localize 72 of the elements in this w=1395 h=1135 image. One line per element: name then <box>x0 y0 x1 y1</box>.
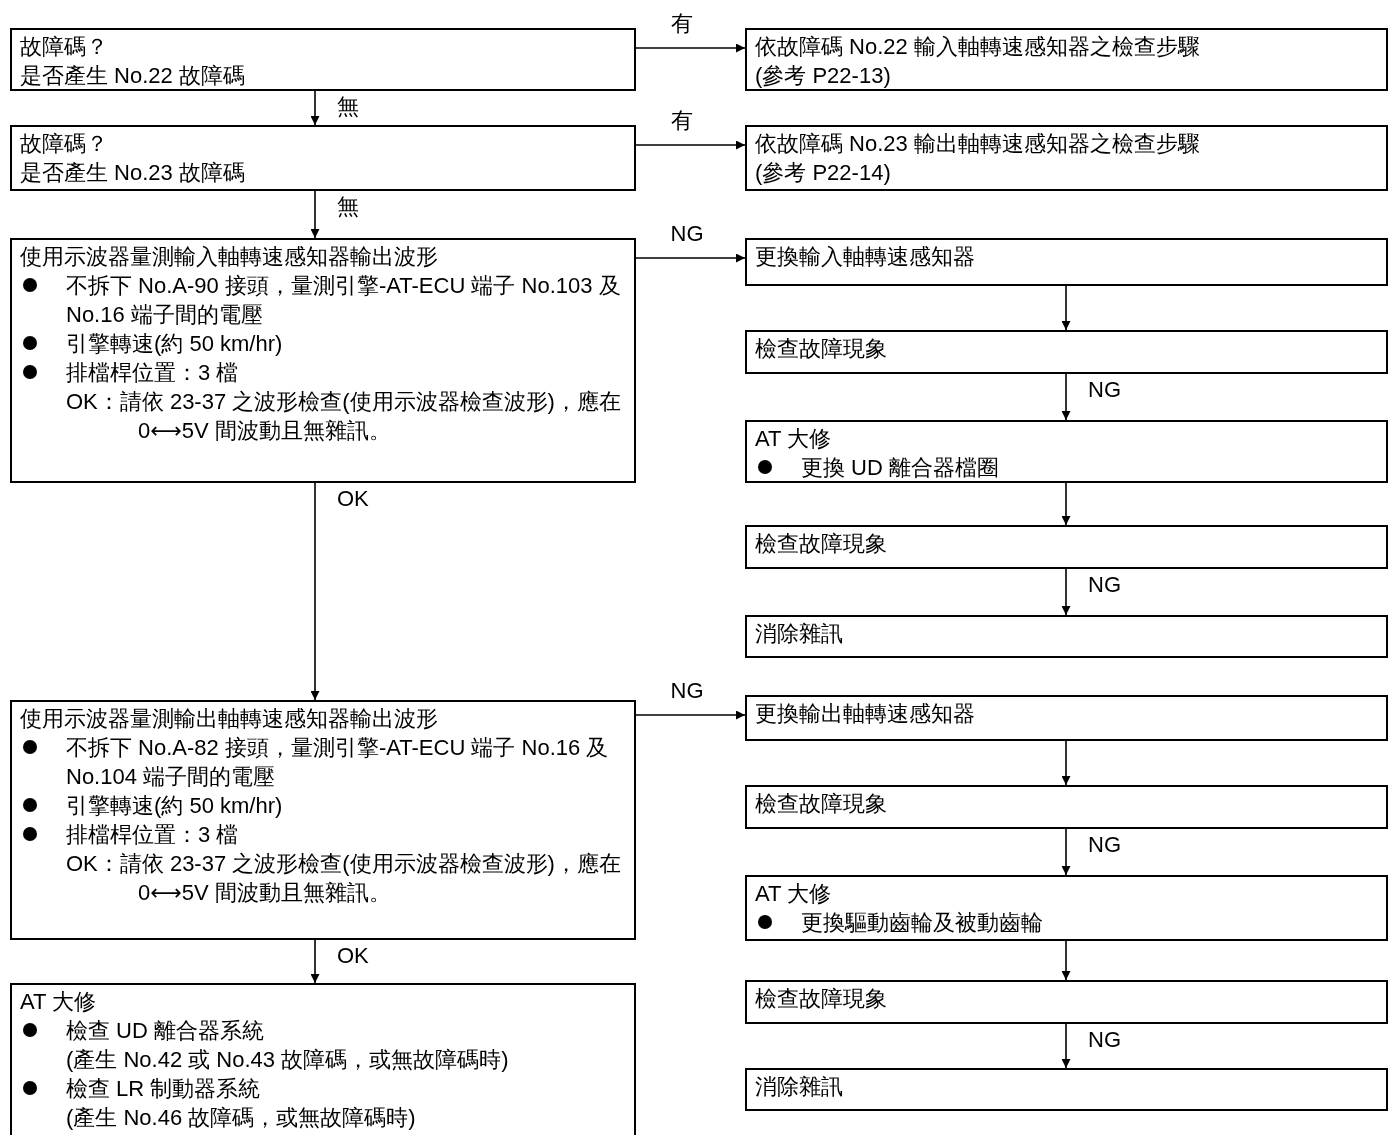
step-text: (產生 No.46 故障碼，或無故障碼時) <box>65 1104 417 1132</box>
arrow <box>1061 568 1071 616</box>
process-box <box>745 28 1388 91</box>
step-text: (參考 P22-13) <box>755 62 892 90</box>
process-box <box>10 125 636 191</box>
step-text: 是否產生 No.23 故障碼 <box>20 159 246 187</box>
process-box <box>745 238 1388 286</box>
arrow <box>1061 482 1071 526</box>
bullet-text: 不拆下 No.A-90 接頭，量測引擎-AT-ECU 端子 No.103 及 No.16 端子間的電壓 <box>66 272 622 329</box>
arrow <box>310 90 320 126</box>
step-text: OK：請依 23-37 之波形檢查(使用示波器檢查波形)，應在 0⟷5V 間波動且無雜訊。 <box>65 388 622 445</box>
bullet-text: 引擎轉速(約 50 km/hr) <box>66 330 284 358</box>
step-text: 檢查故障現象 <box>755 790 888 818</box>
step-text: 使用示波器量測輸入軸轉速感知器輸出波形 <box>20 243 439 271</box>
edge-label: 無 <box>335 95 361 119</box>
process-box <box>10 238 636 483</box>
bullet-text: 引擎轉速(約 50 km/hr) <box>66 792 284 820</box>
arrow <box>1061 828 1071 876</box>
process-box <box>745 1068 1388 1111</box>
process-box <box>745 875 1388 941</box>
step-text: 使用示波器量測輸出軸轉速感知器輸出波形 <box>20 705 439 733</box>
step-text: AT 大修 <box>20 988 98 1016</box>
step-text: OK：請依 23-37 之波形檢查(使用示波器檢查波形)，應在 0⟷5V 間波動且無雜訊。 <box>65 850 622 907</box>
process-box <box>745 125 1388 191</box>
process-box <box>10 28 636 91</box>
process-box <box>10 983 636 1135</box>
step-text: 檢查故障現象 <box>755 335 888 363</box>
step-text: (參考 P22-14) <box>755 159 892 187</box>
process-box <box>745 330 1388 374</box>
process-box <box>10 700 636 940</box>
process-box <box>745 695 1388 741</box>
bullet-text: 檢查 UD 離合器系統 <box>66 1017 265 1045</box>
bullet-text: 不拆下 No.A-82 接頭，量測引擎-AT-ECU 端子 No.16 及 No.104 端子間的電壓 <box>66 734 610 791</box>
bullet-text: 排檔桿位置：3 檔 <box>66 359 240 387</box>
arrow <box>1061 1023 1071 1069</box>
step-text: 檢查故障現象 <box>755 985 888 1013</box>
bullet-text: 檢查 LR 制動器系統 <box>66 1075 262 1103</box>
step-text: 故障碼？ <box>20 130 109 158</box>
step-text: 消除雜訊 <box>755 1073 844 1101</box>
edge-label: 有 <box>668 109 695 133</box>
step-text: 消除雜訊 <box>755 620 844 648</box>
process-box <box>745 785 1388 829</box>
edge-label: 有 <box>668 12 695 36</box>
arrow <box>1061 373 1071 421</box>
arrow <box>310 190 320 239</box>
process-box <box>745 525 1388 569</box>
process-box <box>745 420 1388 483</box>
arrow <box>635 43 746 53</box>
step-text: 是否產生 No.22 故障碼 <box>20 62 246 90</box>
bullet-text: 排檔桿位置：3 檔 <box>66 821 240 849</box>
arrow <box>1061 740 1071 786</box>
bullet-text: 更換驅動齒輪及被動齒輪 <box>801 909 1044 937</box>
arrow <box>310 482 320 701</box>
process-box <box>745 980 1388 1024</box>
step-text: 依故障碼 No.22 輸入軸轉速感知器之檢查步驟 <box>755 33 1201 61</box>
step-text: AT 大修 <box>755 880 833 908</box>
step-text: 故障碼？ <box>20 33 109 61</box>
arrow <box>1061 285 1071 331</box>
step-text: 檢查故障現象 <box>755 530 888 558</box>
bullet-text: 更換 UD 離合器檔圈 <box>801 454 1000 482</box>
arrow <box>310 939 320 984</box>
edge-label: 無 <box>335 195 361 219</box>
process-box <box>745 615 1388 658</box>
step-text: 更換輸出軸轉速感知器 <box>755 700 976 728</box>
arrow <box>635 253 746 263</box>
step-text: AT 大修 <box>755 425 833 453</box>
arrow <box>635 710 746 720</box>
arrow <box>1061 940 1071 981</box>
step-text: 依故障碼 No.23 輸出軸轉速感知器之檢查步驟 <box>755 130 1201 158</box>
step-text: 更換輸入軸轉速感知器 <box>755 243 976 271</box>
arrow <box>635 140 746 150</box>
step-text: (產生 No.42 或 No.43 故障碼，或無故障碼時) <box>65 1046 510 1074</box>
